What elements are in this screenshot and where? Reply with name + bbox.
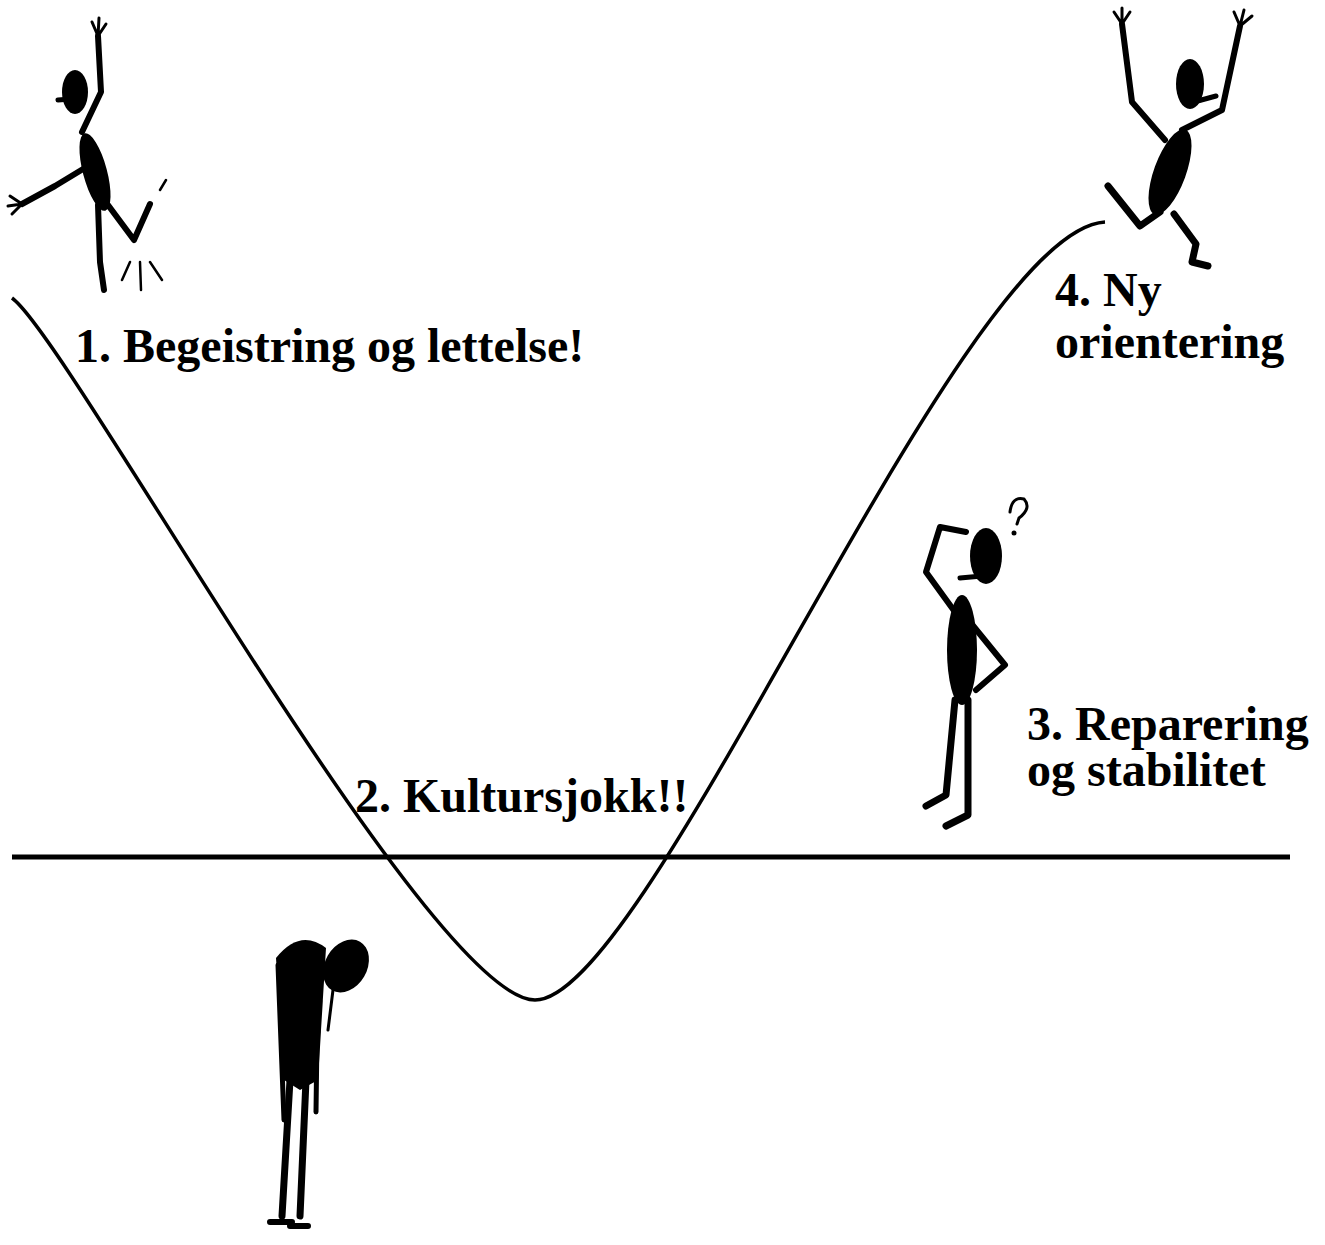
figure-leg xyxy=(946,700,968,826)
figure-dejected xyxy=(270,931,378,1226)
figure-leg xyxy=(98,205,104,290)
figure-excited xyxy=(8,18,166,290)
question-mark xyxy=(1012,531,1017,536)
figure-arm xyxy=(1122,24,1165,140)
figure-hat xyxy=(960,576,982,578)
figure-leg xyxy=(1174,214,1208,266)
figure-leg xyxy=(300,1080,306,1216)
figure-arm xyxy=(926,527,966,612)
figure-arm xyxy=(970,622,1005,690)
figure-leg xyxy=(926,700,955,806)
figure-hand xyxy=(1114,8,1130,24)
figure-arm xyxy=(82,36,101,132)
figure-hat xyxy=(1194,96,1216,102)
stage-label: 1. Begeistring og lettelse! xyxy=(75,320,584,372)
figure-feet xyxy=(270,1222,308,1226)
figure-hat xyxy=(328,990,333,1030)
figure-leg xyxy=(108,204,150,240)
figure-hand xyxy=(8,196,22,214)
figure-head xyxy=(62,70,88,114)
figure-arm xyxy=(1182,26,1240,130)
figure-hand xyxy=(1234,10,1252,26)
stage-label: 2. Kultursjokk!! xyxy=(355,770,688,822)
figure-leg xyxy=(1108,186,1160,226)
figure-thinking xyxy=(926,499,1027,826)
figure-hat xyxy=(58,98,84,100)
figure-hand xyxy=(92,18,106,36)
stage-label: 4. Ny orientering xyxy=(1055,264,1295,368)
figure-arm xyxy=(316,960,318,1112)
figure-arm xyxy=(278,965,284,1120)
stage-label: 3. Reparering og stabilitet xyxy=(1027,701,1319,793)
figure-arm xyxy=(22,166,88,204)
figure-leg xyxy=(282,1080,290,1216)
figure-sparks xyxy=(122,180,166,290)
adjustment-curve xyxy=(12,222,1105,1000)
figure-joyful xyxy=(1108,8,1252,266)
figure-body xyxy=(1140,124,1201,220)
baseline xyxy=(12,855,1290,860)
question-mark xyxy=(1010,499,1027,524)
